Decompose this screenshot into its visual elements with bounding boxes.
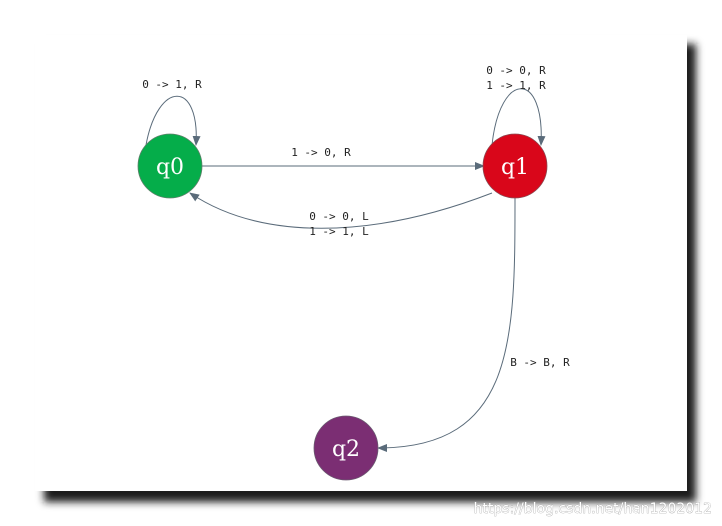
edge-label-q1-to-q2: B -> B, R bbox=[510, 356, 570, 369]
state-q2-circle bbox=[313, 415, 379, 481]
state-q0-label: q0 bbox=[156, 155, 184, 180]
edge-q1-loop bbox=[491, 88, 546, 146]
canvas bbox=[35, 35, 687, 491]
edge-label-q0-loop: 0 -> 1, R bbox=[142, 78, 202, 91]
edge-label-q1-loop-line1: 0 -> 0, R bbox=[486, 64, 546, 77]
edge-label-q1-to-q0-line2: 1 -> 1, L bbox=[309, 225, 369, 238]
state-q0-circle bbox=[137, 133, 203, 199]
edge-label-q0-to-q1: 1 -> 0, R bbox=[291, 146, 351, 159]
edge-q1-to-q2 bbox=[377, 196, 516, 452]
state-q1-label: q1 bbox=[501, 155, 529, 180]
state-q0[interactable]: q0 bbox=[137, 133, 203, 199]
edge-q1-to-q0 bbox=[189, 192, 493, 229]
state-q1-circle bbox=[482, 133, 548, 199]
edge-label-q1-loop-line2: 1 -> 1, R bbox=[486, 79, 546, 92]
edge-q0-loop bbox=[145, 95, 201, 146]
edge-label-q1-to-q0-line1: 0 -> 0, L bbox=[309, 210, 369, 223]
state-q2[interactable]: q2 bbox=[313, 415, 379, 481]
state-q1[interactable]: q1 bbox=[482, 133, 548, 199]
state-q2-label: q2 bbox=[332, 437, 360, 462]
watermark-text: https://blog.csdn.net/han1202012 bbox=[474, 501, 712, 517]
